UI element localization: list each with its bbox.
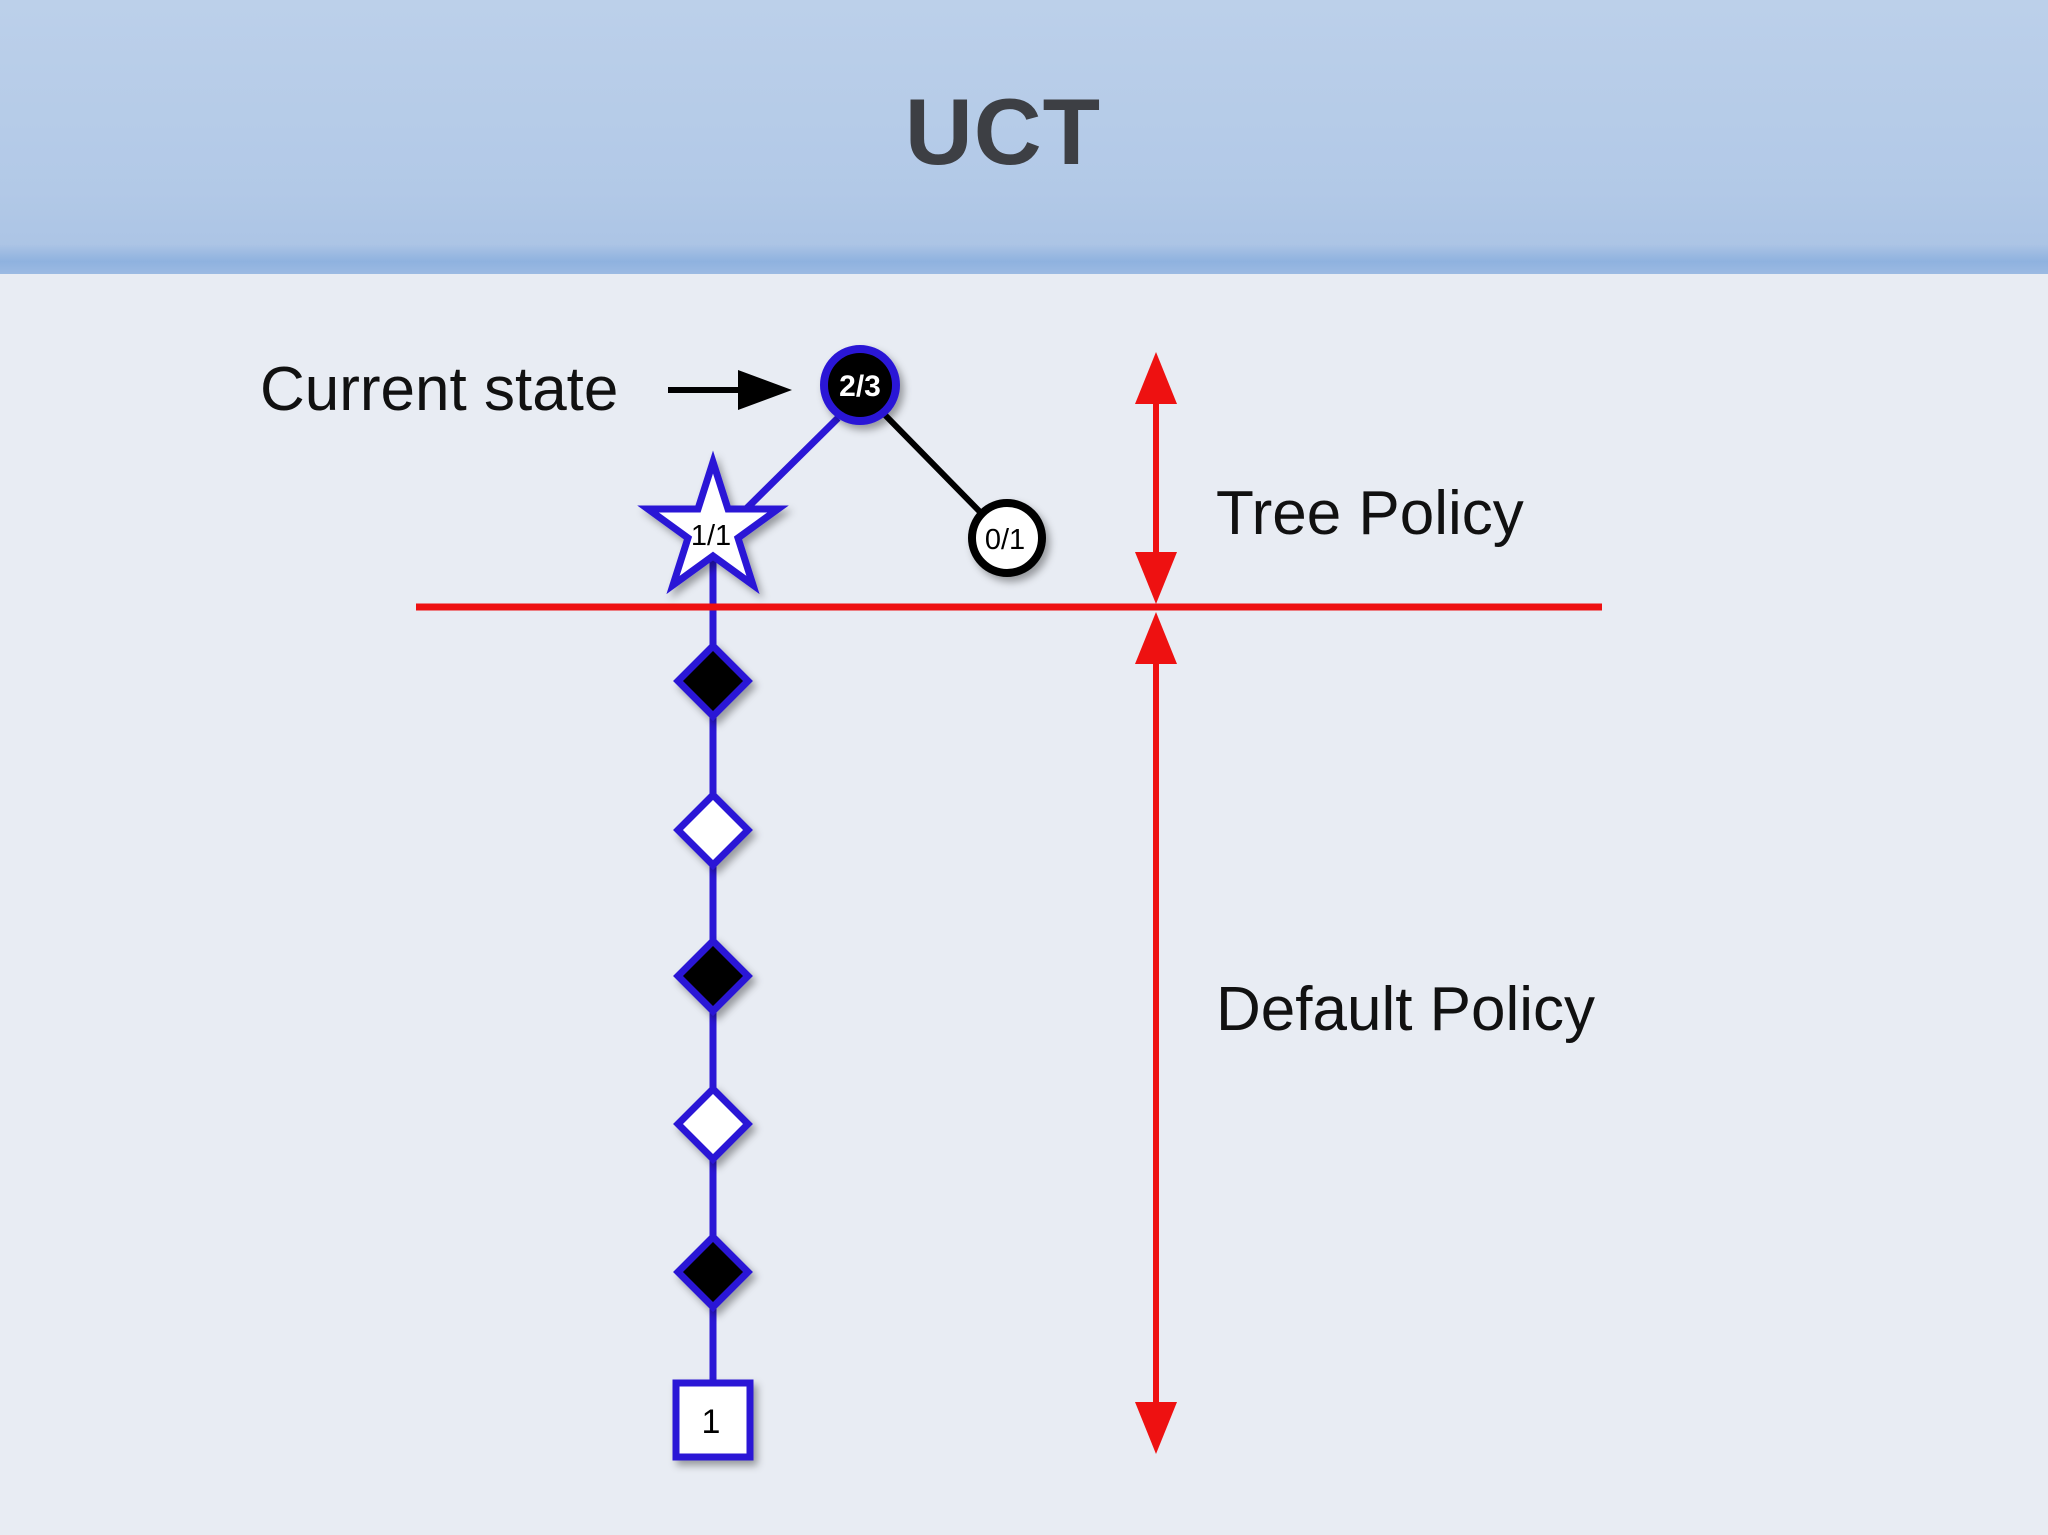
terminal-node: 1 bbox=[672, 1379, 754, 1461]
edge-root-to-sibling bbox=[882, 412, 989, 521]
edge-root-to-star bbox=[739, 415, 841, 516]
star-node-label: 1/1 bbox=[691, 520, 731, 552]
current-state-label: Current state bbox=[260, 355, 619, 424]
current-state-arrow bbox=[668, 370, 792, 410]
sibling-node: 0/1 bbox=[968, 499, 1046, 577]
slide-body bbox=[0, 274, 2048, 1535]
tree-policy-arrow bbox=[1135, 352, 1177, 604]
terminal-node-label: 1 bbox=[702, 1403, 721, 1441]
rollout-node-black-2 bbox=[673, 936, 753, 1016]
rollout-node-black-1 bbox=[673, 641, 753, 721]
rollout-node-white-2 bbox=[673, 1084, 753, 1164]
default-policy-label: Default Policy bbox=[1216, 975, 1596, 1044]
default-policy-arrow bbox=[1135, 612, 1177, 1454]
slide-title: UCT bbox=[904, 79, 1102, 184]
header-edge bbox=[0, 244, 2048, 276]
slide-header bbox=[0, 0, 2048, 274]
rollout-node-white-1 bbox=[673, 790, 753, 870]
root-node-label: 2/3 bbox=[839, 370, 881, 403]
rollout-node-black-3 bbox=[673, 1232, 753, 1312]
star-node: 1/1 bbox=[637, 450, 789, 595]
tree-policy-label: Tree Policy bbox=[1216, 479, 1524, 548]
root-node: 2/3 bbox=[820, 345, 900, 425]
sibling-node-label: 0/1 bbox=[985, 524, 1025, 556]
